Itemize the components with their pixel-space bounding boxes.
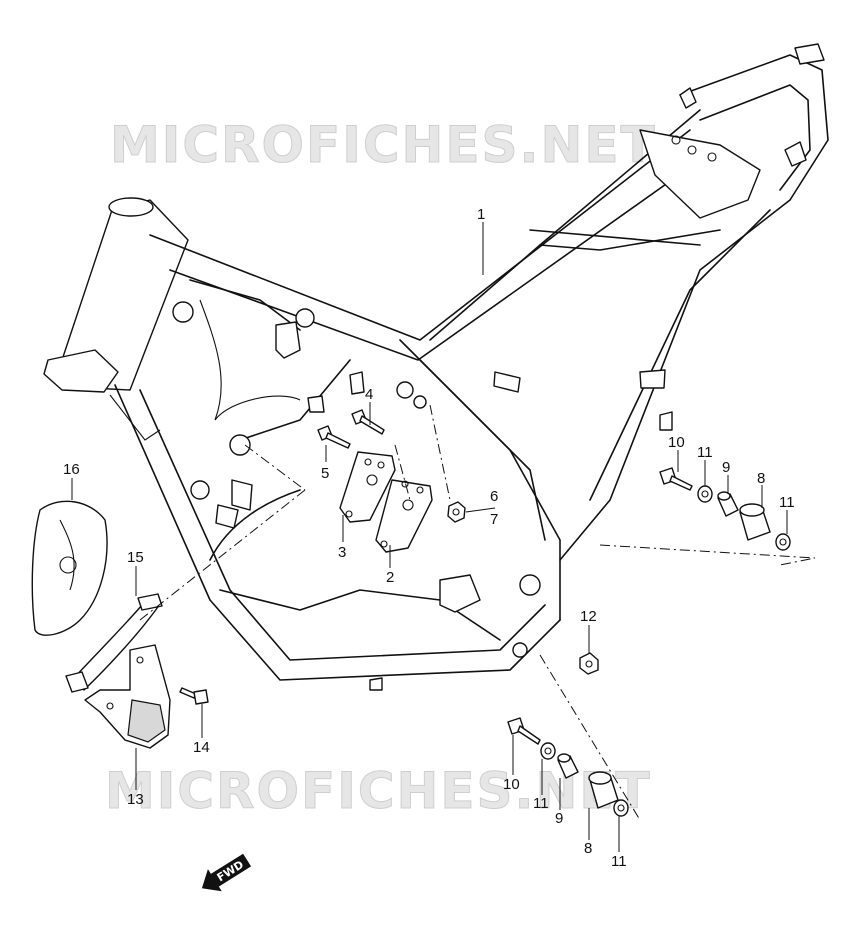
washer-11-lower-left xyxy=(540,742,556,760)
callout-8-lower: 8 xyxy=(584,840,592,857)
bolt-14 xyxy=(179,687,209,705)
bolt-10-upper xyxy=(659,467,693,491)
motorcycle-frame xyxy=(43,43,829,691)
nut-6-7 xyxy=(447,501,466,523)
callout-2: 2 xyxy=(386,569,394,586)
callout-15: 15 xyxy=(127,549,144,566)
callout-5: 5 xyxy=(321,465,329,482)
callout-13: 13 xyxy=(127,791,144,808)
callout-10-upper: 10 xyxy=(668,434,685,451)
callout-11-upper-right: 11 xyxy=(779,494,795,511)
callout-9-lower: 9 xyxy=(555,810,563,827)
callout-6: 6 xyxy=(490,488,498,505)
callout-11-lower-right: 11 xyxy=(611,853,627,870)
bolt-5 xyxy=(317,425,351,449)
cover-16 xyxy=(31,500,108,636)
washer-11-upper-right xyxy=(775,533,791,551)
callout-1: 1 xyxy=(477,206,485,223)
callout-12: 12 xyxy=(580,608,597,625)
washer-11-lower-right xyxy=(613,799,629,817)
collar-9-lower xyxy=(557,753,579,779)
callout-4: 4 xyxy=(365,386,373,403)
watermark-bottom: MICROFICHES.NET xyxy=(105,762,652,820)
bolt-10-lower xyxy=(507,717,541,745)
washer-11-upper-left xyxy=(697,485,713,503)
bushing-8-upper xyxy=(739,503,771,541)
engine-mount-bracket-3 xyxy=(339,451,396,523)
callout-8-upper: 8 xyxy=(757,470,765,487)
guard-13 xyxy=(84,644,171,749)
nut-12 xyxy=(579,652,599,675)
bolt-4 xyxy=(351,409,385,435)
callout-9-upper: 9 xyxy=(722,459,730,476)
callout-11-upper-left: 11 xyxy=(697,444,713,461)
callout-3: 3 xyxy=(338,544,346,561)
engine-mount-bracket-2 xyxy=(375,479,433,553)
fwd-arrow-icon: FWD xyxy=(201,853,252,892)
callout-11-lower-left: 11 xyxy=(533,795,549,812)
callout-7: 7 xyxy=(490,511,498,528)
callout-16: 16 xyxy=(63,461,80,478)
collar-9-upper xyxy=(717,491,739,517)
callout-10-lower: 10 xyxy=(503,776,520,793)
watermark-top: MICROFICHES.NET xyxy=(110,116,657,174)
callout-14: 14 xyxy=(193,739,210,756)
